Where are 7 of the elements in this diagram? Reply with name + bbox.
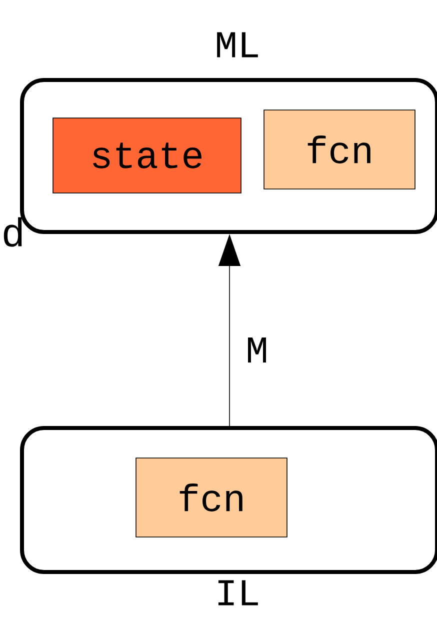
text-box: fcn — [264, 110, 416, 190]
side-label: d — [4, 217, 22, 247]
box-heading: ML — [217, 32, 258, 58]
edge-label: M — [248, 338, 266, 363]
box-heading: IL — [218, 580, 258, 606]
text-box: fcn — [136, 458, 288, 538]
text-box: state — [52, 118, 242, 194]
